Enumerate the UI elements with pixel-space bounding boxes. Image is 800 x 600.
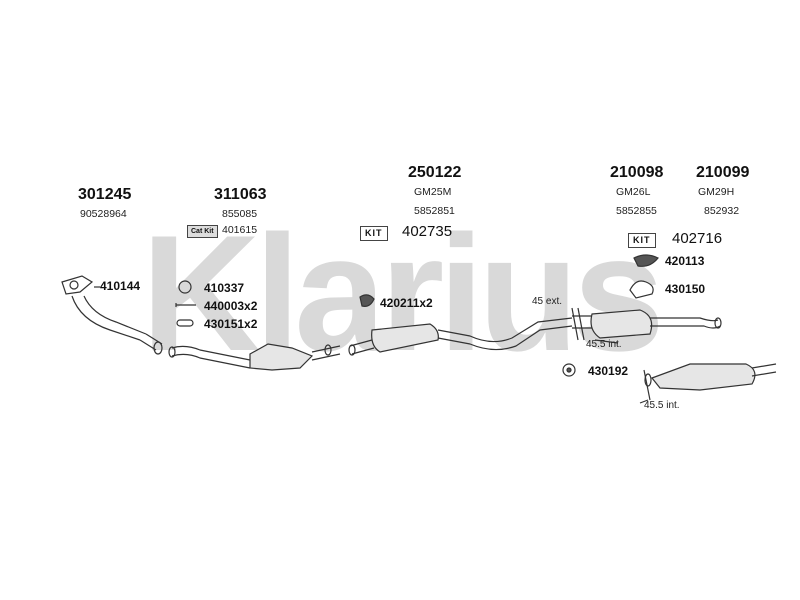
kit-number-401615: 401615	[222, 224, 258, 236]
mount-center-icon	[359, 294, 375, 307]
group-ref-852932: 852932	[704, 205, 740, 217]
kit-number-402716: 402716	[672, 230, 723, 247]
part-ring: 410337	[204, 281, 245, 295]
group-ref-5852851: 5852851	[414, 205, 455, 217]
mount-rear-icon	[633, 254, 659, 267]
cat-kit-box: Cat Kit	[187, 225, 218, 238]
group-code-250122: 250122	[408, 164, 462, 181]
part-bracket-rear: 430150	[665, 282, 706, 296]
center-silencer	[348, 317, 573, 356]
group-ref-855085: 855085	[222, 208, 258, 220]
kit-number-402735: 402735	[402, 223, 453, 240]
group-code-210099: 210099	[696, 164, 750, 181]
group-model-GM29H: GM29H	[698, 186, 735, 198]
catalytic-converter	[168, 343, 341, 371]
note-int-lower: 45.5 int.	[644, 400, 680, 411]
group-code-210098: 210098	[610, 164, 664, 181]
bracket-rear-icon	[629, 280, 654, 299]
rear-silencer-lower	[643, 363, 777, 401]
note-ext: 45 ext.	[532, 296, 563, 307]
group-model-GM25M: GM25M	[414, 186, 452, 198]
front-pipe	[61, 275, 163, 355]
part-bolt: 440003x2	[204, 299, 258, 313]
part-gasket: 410144	[100, 279, 141, 293]
part-mount-rear: 420113	[665, 254, 705, 268]
group-ref-90528964: 90528964	[80, 208, 127, 220]
part-mount-lower: 430192	[588, 364, 629, 378]
ring-icon	[178, 280, 192, 294]
rear-silencer-upper	[571, 307, 722, 341]
group-code-301245: 301245	[78, 186, 132, 203]
kit-box-402735: KIT	[360, 226, 388, 241]
clamp-icon	[176, 319, 194, 327]
mount-lower-icon	[562, 363, 576, 377]
part-mount-center: 420211x2	[380, 296, 433, 310]
bolt-icon	[175, 303, 196, 307]
group-code-311063: 311063	[214, 186, 267, 203]
part-clamp: 430151x2	[204, 317, 258, 331]
note-int-upper: 45.5 int.	[586, 339, 622, 350]
kit-box-402716: KIT	[628, 233, 656, 248]
group-ref-5852855: 5852855	[616, 205, 657, 217]
group-model-GM26L: GM26L	[616, 186, 651, 198]
